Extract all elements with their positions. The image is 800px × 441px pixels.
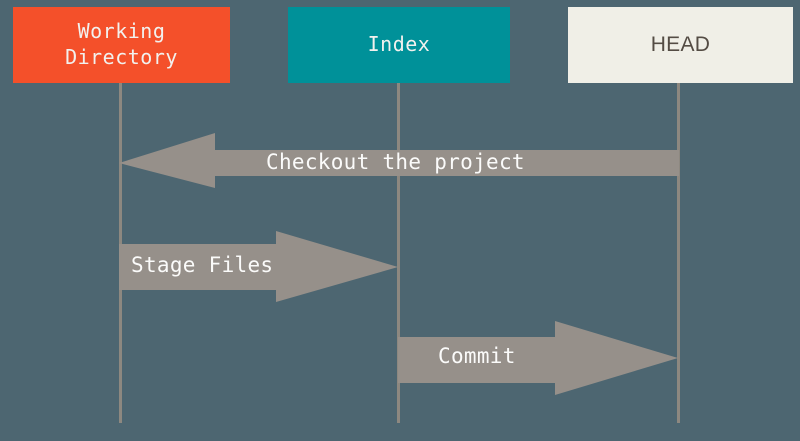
area-box-head: HEAD — [568, 7, 793, 83]
area-label-working-directory: Working Directory — [65, 19, 178, 69]
area-label-head: HEAD — [650, 32, 711, 56]
lifeline-index — [397, 74, 400, 423]
arrow-checkout-shape — [119, 133, 679, 188]
arrow-commit-shape — [398, 321, 678, 395]
arrow-commit — [398, 321, 678, 395]
area-label-index: Index — [367, 32, 431, 57]
lifeline-head — [677, 74, 680, 423]
arrow-stage-files — [119, 231, 398, 302]
area-box-index: Index — [288, 7, 510, 83]
arrow-checkout-the-project — [119, 131, 679, 189]
area-box-working-directory: Working Directory — [13, 7, 230, 83]
arrow-stage-files-shape — [119, 231, 398, 302]
